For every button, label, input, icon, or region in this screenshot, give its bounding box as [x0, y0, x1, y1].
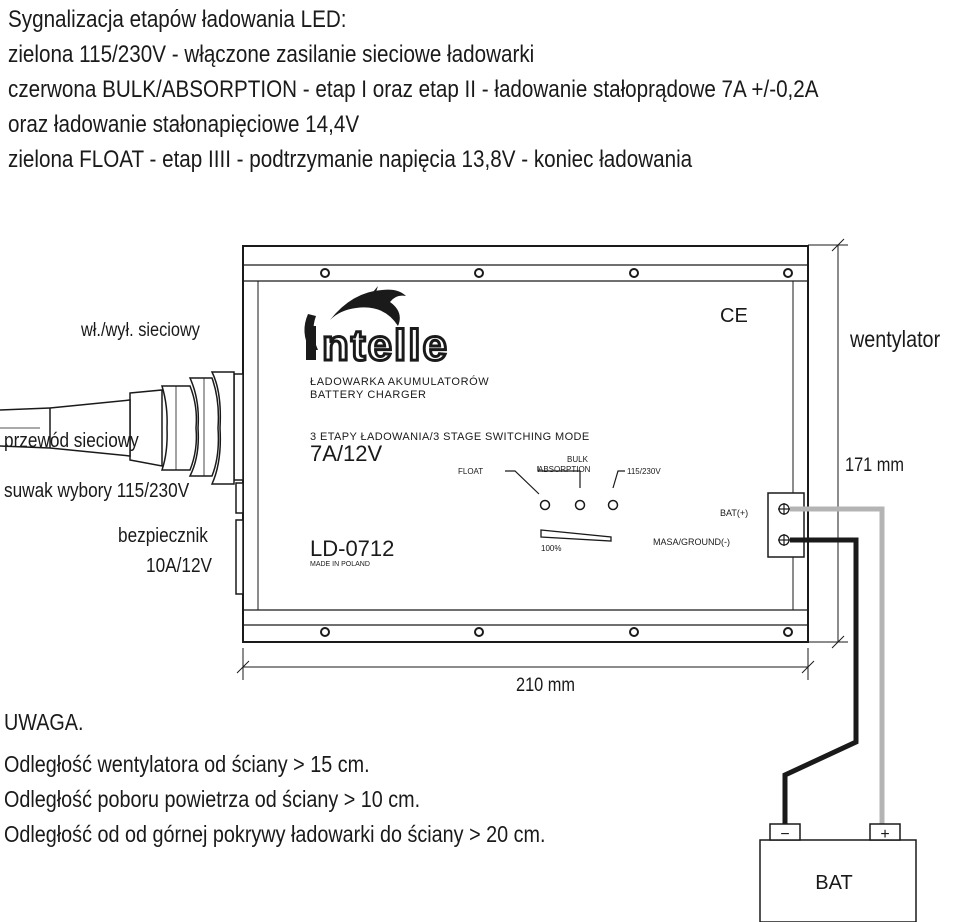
voltage-slider-housing — [235, 482, 244, 514]
ce-mark: CE — [720, 305, 748, 327]
percent-label: 100% — [541, 544, 561, 553]
fan-label: wentylator — [850, 326, 941, 352]
battery-minus-sign: − — [780, 826, 789, 843]
mounting-holes — [320, 268, 793, 637]
left-connectors — [233, 373, 244, 595]
led-leader-lines — [505, 466, 625, 495]
subtitle-pl: ŁADOWARKA AKUMULATORÓW — [310, 375, 489, 388]
rating-text: 7A/12V — [310, 441, 382, 466]
led-bulk-label: BULK — [567, 455, 589, 464]
battery-plus-terminal — [869, 823, 901, 841]
power-switch-label: wł./wył. sieciowy — [81, 320, 200, 341]
header-line-4: oraz ładowanie stałonapięciowe 14,4V — [8, 111, 360, 138]
led-float-label: FLOAT — [458, 467, 483, 476]
positive-wire — [790, 506, 885, 824]
terminal-block — [767, 492, 805, 558]
width-dimension — [236, 648, 815, 680]
battery-plus-sign: + — [880, 826, 889, 843]
fuse-housing — [235, 519, 244, 595]
power-cord-label: przewód sieciowy — [4, 430, 139, 452]
bat-plus-label: BAT(+) — [720, 508, 748, 518]
mode-text: 3 ETAPY ŁADOWANIA/3 STAGE SWITCHING MODE — [310, 431, 590, 443]
ground-label: MASA/GROUND(-) — [653, 537, 730, 547]
battery: − + BAT — [759, 823, 917, 922]
battery-minus-terminal — [769, 823, 801, 841]
battery-label: BAT — [815, 872, 852, 894]
charge-wedge-icon — [540, 529, 612, 542]
note-line-1: Odległość wentylatora od ściany > 15 cm. — [4, 751, 370, 777]
negative-wire — [782, 537, 859, 824]
header-line-5: zielona FLOAT - etap IIII - podtrzymanie… — [8, 146, 693, 173]
fuse-label-1: bezpiecznik — [118, 525, 209, 547]
led-absorption-label: ABSORPTION — [538, 465, 591, 474]
model-text: LD-0712 — [310, 536, 394, 561]
power-switch-housing — [233, 373, 244, 481]
header-line-2: zielona 115/230V - włączone zasilanie si… — [8, 41, 535, 68]
led-mains-label: 115/230V — [627, 467, 661, 476]
fuse-label-2: 10A/12V — [146, 555, 213, 577]
notes-title: UWAGA. — [4, 709, 84, 735]
brand-logo: ntelle — [322, 321, 449, 370]
led-float-icon — [539, 499, 551, 511]
led-mains-icon — [607, 499, 619, 511]
note-line-2: Odległość poboru powietrza od ściany > 1… — [4, 786, 421, 812]
height-dimension-label: 171 mm — [845, 455, 905, 476]
height-dimension — [808, 238, 848, 649]
power-cord-plug — [0, 371, 235, 485]
dolphin-logo-icon — [304, 286, 406, 360]
made-in-text: MADE IN POLAND — [310, 561, 370, 568]
voltage-slider-label: suwak wybory 115/230V — [4, 480, 190, 502]
subtitle-en: BATTERY CHARGER — [310, 389, 427, 401]
header-line-1: Sygnalizacja etapów ładowania LED: — [8, 6, 347, 33]
header-line-3: czerwona BULK/ABSORPTION - etap I oraz e… — [8, 76, 819, 103]
width-dimension-label: 210 mm — [516, 675, 576, 696]
led-bulk-icon — [574, 499, 586, 511]
note-line-3: Odległość od od górnej pokrywy ładowarki… — [4, 821, 546, 847]
led-indicators — [539, 499, 619, 511]
